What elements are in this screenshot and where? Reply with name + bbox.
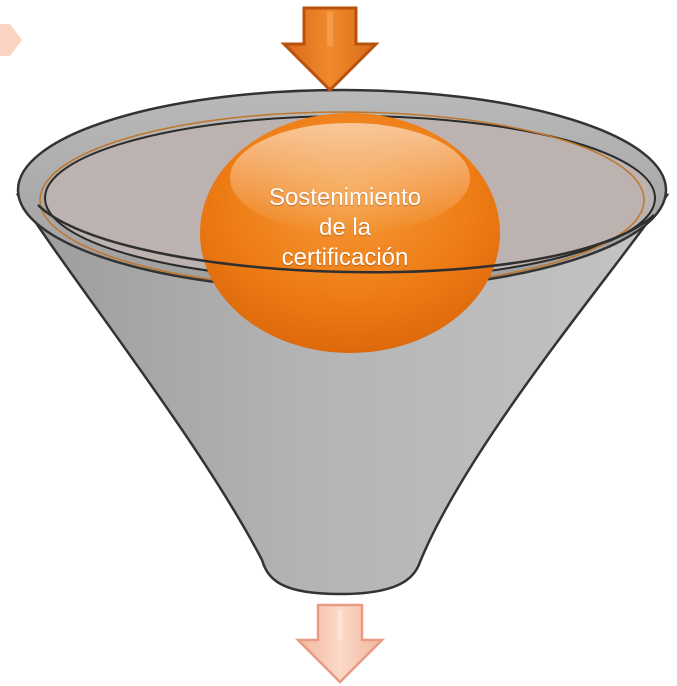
center-label-line-2: de la — [318, 214, 372, 241]
center-label-line-3: certificación — [281, 244, 409, 271]
funnel-cone — [15, 193, 670, 596]
center-disc-shine — [230, 123, 470, 233]
funnel-front-rim — [37, 204, 655, 274]
corner-accent-shape — [0, 24, 22, 56]
center-label-line-1: Sostenimiento — [268, 184, 422, 211]
center-label: Sostenimiento de la certificación — [235, 183, 455, 273]
input-arrow — [280, 6, 380, 93]
output-arrow — [294, 603, 386, 684]
